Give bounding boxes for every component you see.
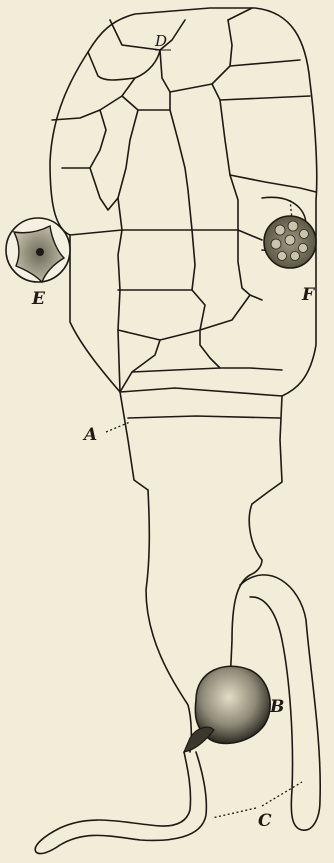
leader-c-2 bbox=[262, 782, 302, 806]
cell-f bbox=[264, 216, 316, 268]
cell-walls bbox=[52, 8, 316, 396]
leader-c-1 bbox=[212, 808, 256, 818]
structure-b bbox=[184, 666, 270, 752]
body-outline-left bbox=[120, 392, 148, 490]
label-b: B bbox=[269, 697, 284, 717]
stalk bbox=[35, 416, 320, 854]
cell-e bbox=[6, 218, 70, 282]
label-d: D bbox=[154, 32, 167, 50]
label-c: C bbox=[258, 811, 272, 831]
label-e: E bbox=[31, 289, 46, 309]
label-a: A bbox=[82, 425, 97, 445]
label-f: F bbox=[301, 285, 316, 305]
